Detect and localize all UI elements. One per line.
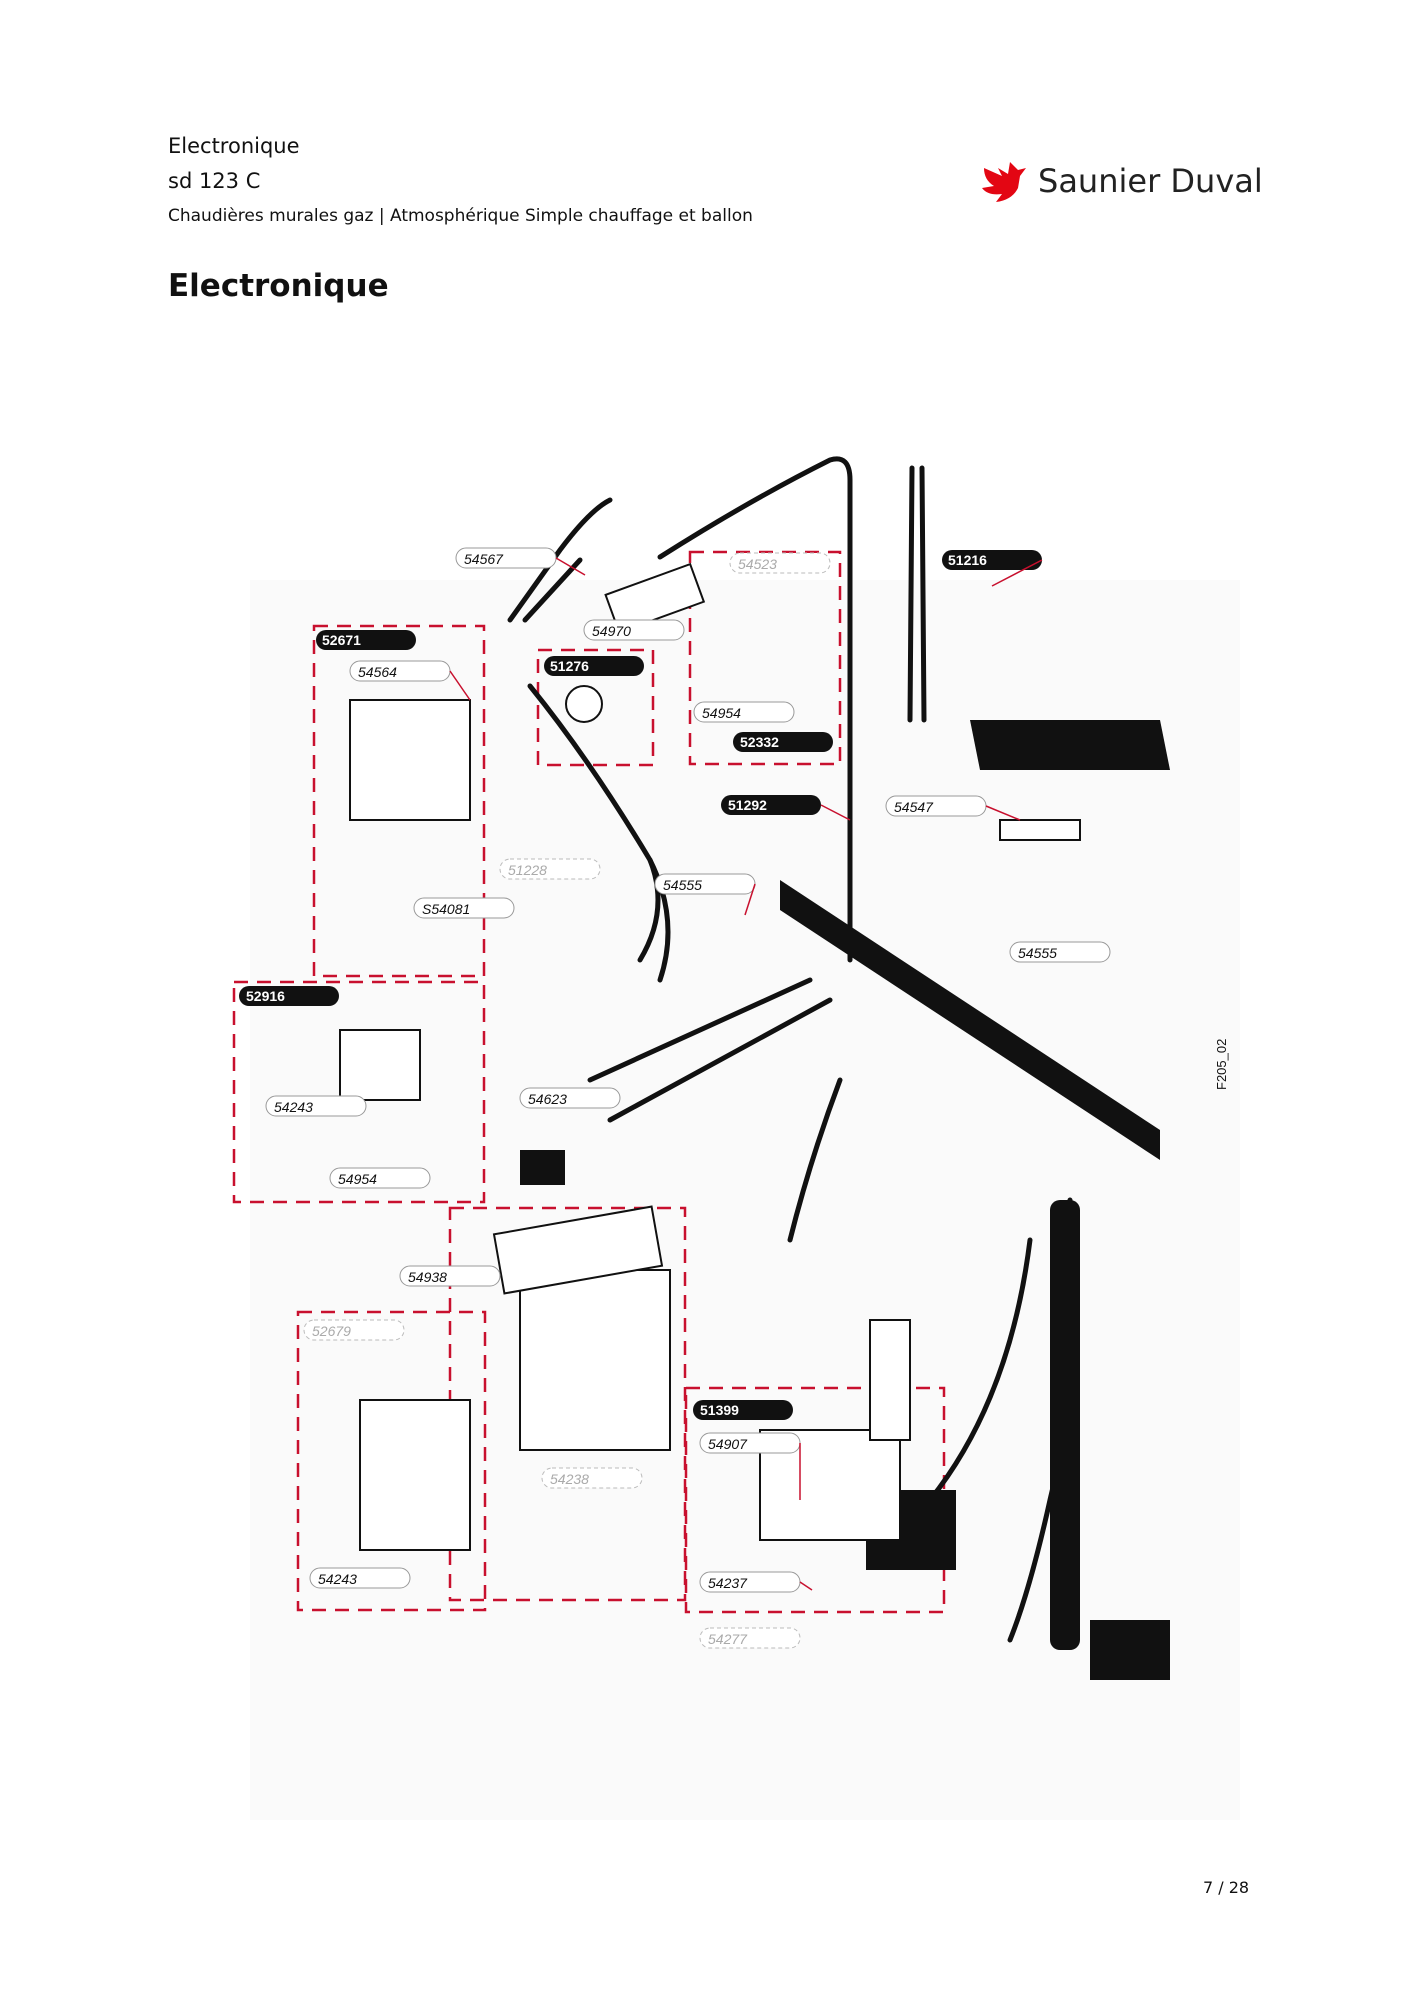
part-label-54555-b: 54555	[1018, 945, 1057, 961]
figure-code: F205_02	[1214, 1039, 1229, 1090]
document-description: Chaudières murales gaz | Atmosphérique S…	[168, 206, 753, 226]
part-label-54237: 54237	[708, 1575, 748, 1591]
part-label-54277: 54277	[708, 1631, 748, 1647]
part-label-54523: 54523	[738, 556, 777, 572]
part-label-54970: 54970	[592, 623, 631, 639]
group-label-52332: 52332	[740, 734, 779, 750]
part-label-54243: 54243	[274, 1099, 313, 1115]
document-model: sd 123 C	[168, 169, 261, 193]
group-label-51399: 51399	[700, 1402, 739, 1418]
bird-logo-icon	[982, 162, 1026, 202]
group-label-52916: 52916	[246, 988, 285, 1004]
part-label-54938: 54938	[408, 1269, 447, 1285]
part-label-54623: 54623	[528, 1091, 567, 1107]
exploded-parts-diagram: 52671 51276 51216 52332 51292 52916 5139…	[232, 456, 1240, 1820]
part-label-54238: 54238	[550, 1471, 589, 1487]
part-label-54907: 54907	[708, 1436, 748, 1452]
part-label-54564: 54564	[358, 664, 397, 680]
part-label-54555: 54555	[663, 877, 702, 893]
document-category: Electronique	[168, 134, 300, 158]
group-label-52671: 52671	[322, 632, 361, 648]
brand-logo: Saunier Duval	[978, 158, 1263, 208]
part-label-54547: 54547	[894, 799, 934, 815]
part-label-s54081: S54081	[422, 901, 470, 917]
brand-name: Saunier Duval	[1038, 162, 1263, 200]
group-label-51276: 51276	[550, 658, 589, 674]
part-label-54954-b: 54954	[338, 1171, 377, 1187]
part-label-54243-b: 54243	[318, 1571, 357, 1587]
group-label-51292: 51292	[728, 797, 767, 813]
part-label-54954: 54954	[702, 705, 741, 721]
page-number: 7 / 28	[1203, 1878, 1250, 1897]
part-label-51228: 51228	[508, 862, 547, 878]
page-title: Electronique	[168, 268, 389, 304]
group-label-51216: 51216	[948, 552, 987, 568]
part-label-54567: 54567	[464, 551, 504, 567]
part-label-52679: 52679	[312, 1323, 351, 1339]
